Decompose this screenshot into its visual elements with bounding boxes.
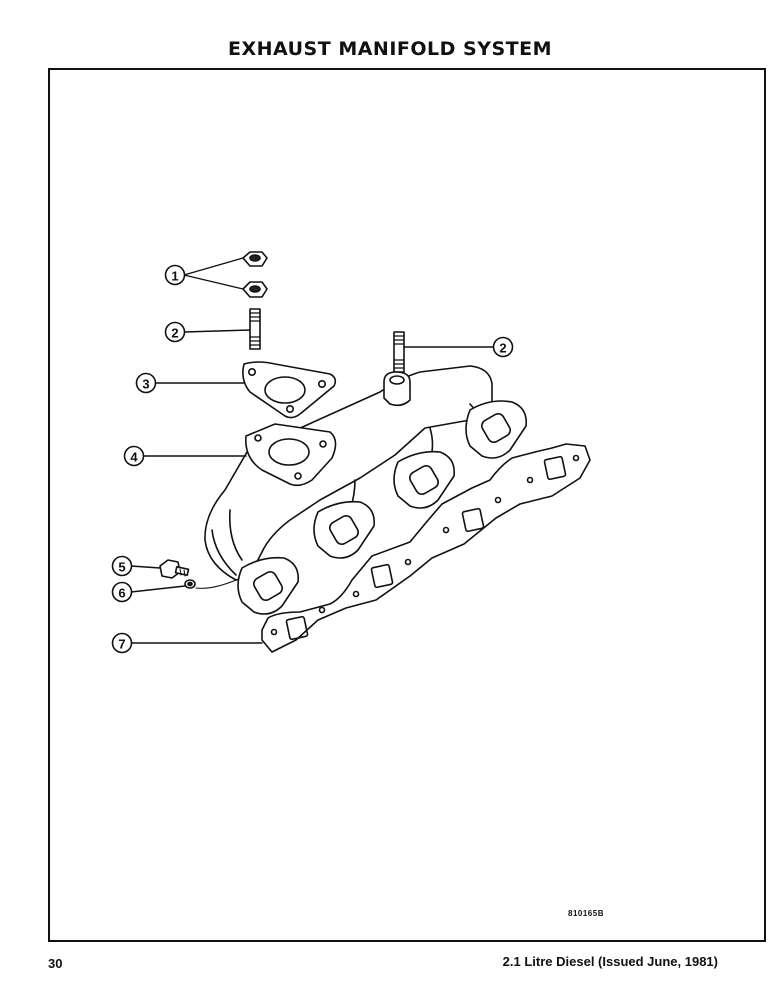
- callout-5: 5: [118, 560, 125, 575]
- port-flange-2: [393, 450, 456, 509]
- port-flange-1: [465, 400, 528, 459]
- nut-lower: [242, 281, 268, 298]
- callout-6: 6: [118, 586, 125, 601]
- flange-gasket: [242, 361, 337, 419]
- callout-2-right: 2: [499, 341, 506, 356]
- port-flange-3: [313, 500, 376, 559]
- callout-2-left: 2: [171, 326, 178, 341]
- stud-right: [393, 331, 405, 373]
- washer: [184, 579, 196, 589]
- page-title: EXHAUST MANIFOLD SYSTEM: [227, 38, 553, 60]
- stud-left: [249, 308, 261, 350]
- callout-1: 1: [171, 269, 178, 284]
- exhaust-manifold: [204, 365, 528, 615]
- figure-frame: [48, 68, 766, 942]
- publication-footer: 2.1 Litre Diesel (Issued June, 1981): [502, 954, 718, 969]
- page-number: 30: [48, 956, 63, 971]
- callout-4: 4: [130, 450, 138, 465]
- callout-3: 3: [142, 377, 149, 392]
- callout-7: 7: [118, 637, 125, 652]
- figure-reference: 810165B: [568, 909, 604, 918]
- manifold-gasket: [261, 443, 591, 653]
- port-flange-4: [237, 556, 300, 615]
- nut-upper: [242, 251, 268, 267]
- bolt: [159, 559, 190, 579]
